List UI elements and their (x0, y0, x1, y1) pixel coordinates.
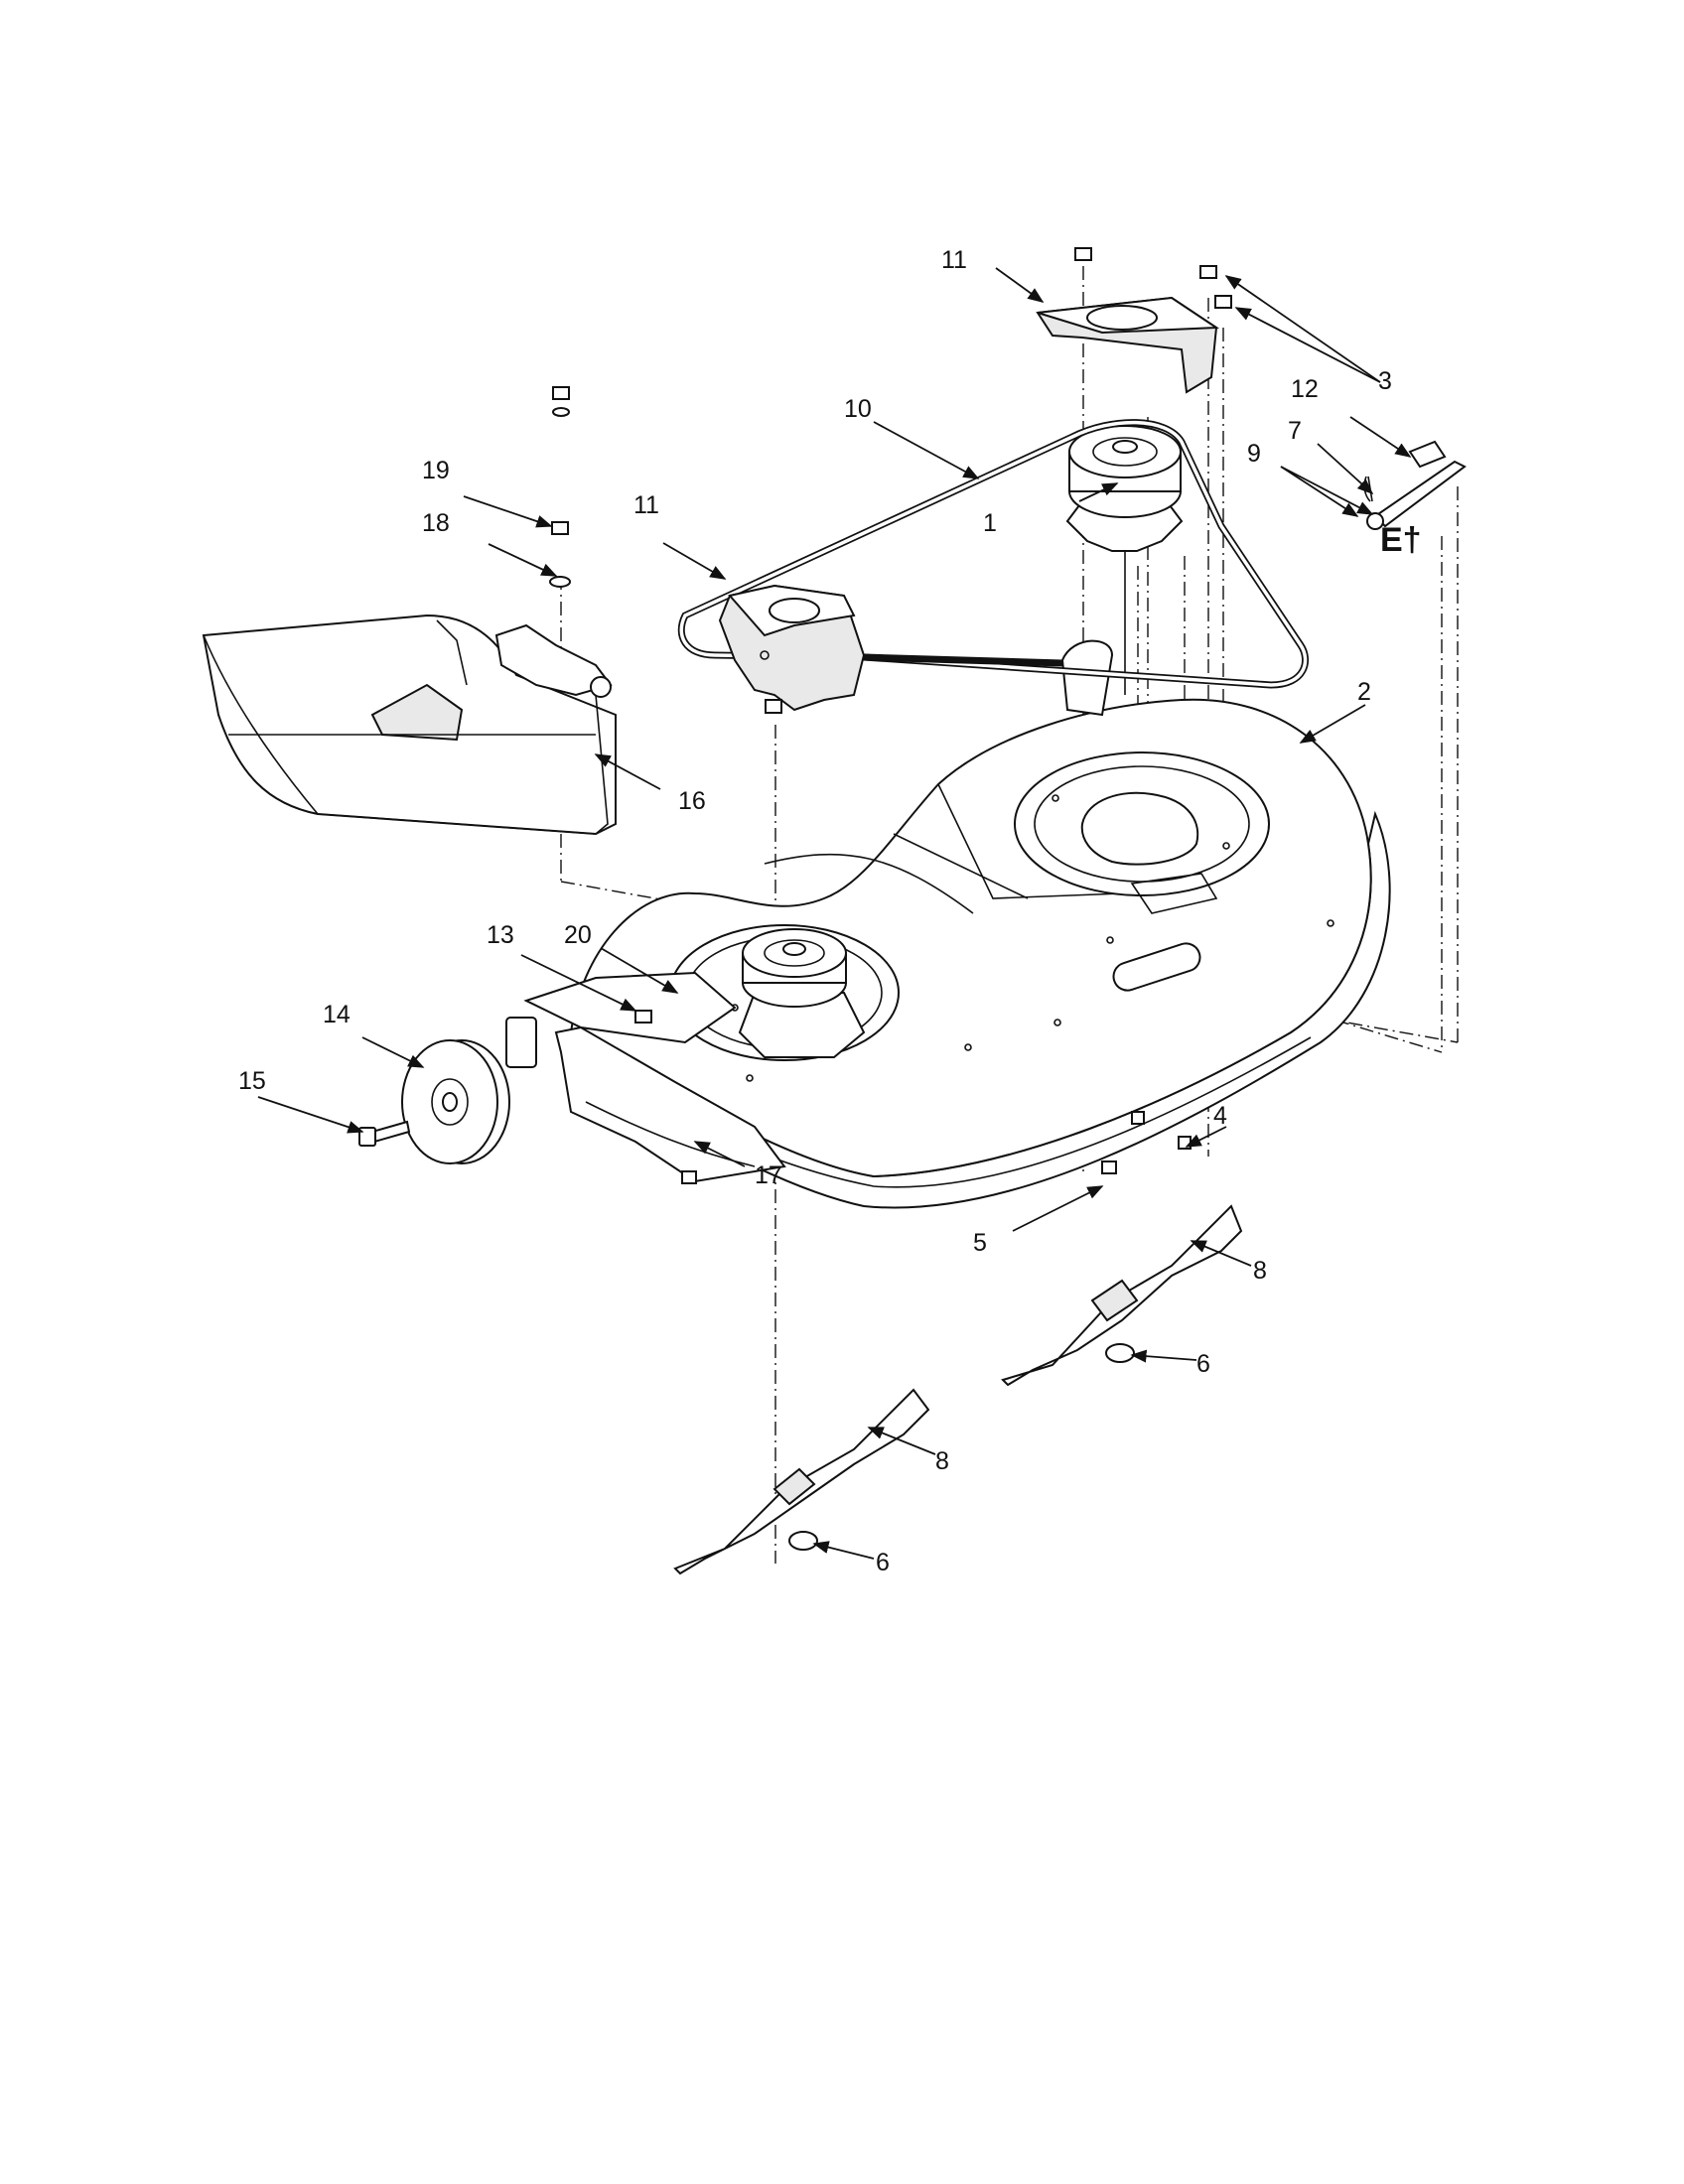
right-spindle-in-deck (1060, 639, 1114, 717)
callout-4: 4 (1213, 1102, 1227, 1130)
callout-6-right: 6 (1196, 1350, 1210, 1378)
callout-19: 19 (422, 457, 450, 484)
discharge-chute (202, 614, 617, 836)
deck-lift-pin (1363, 440, 1467, 530)
callout-7: 7 (1288, 417, 1302, 445)
callout-14: 14 (323, 1001, 351, 1028)
wheel-bolt (358, 1120, 411, 1147)
callout-11-top: 11 (941, 246, 967, 274)
callout-8-right: 8 (1253, 1257, 1267, 1285)
callout-8-left: 8 (935, 1447, 949, 1475)
v-belt (677, 419, 1309, 689)
gauge-wheel (401, 1039, 510, 1164)
callout-leaders (257, 267, 1412, 1560)
callout-17: 17 (755, 1161, 782, 1189)
blade-right (1001, 1204, 1243, 1387)
callout-labels: 1 2 3 4 5 6 6 7 8 8 9 10 11 11 12 13 14 … (238, 246, 1422, 1576)
callout-12: 12 (1291, 375, 1319, 403)
callout-18: 18 (422, 509, 450, 537)
callout-20: 20 (564, 921, 592, 949)
callout-3: 3 (1378, 367, 1392, 395)
callout-10: 10 (844, 395, 872, 423)
reference-marker: E† (1380, 521, 1422, 559)
blade-left (673, 1388, 930, 1575)
callout-1: 1 (983, 509, 997, 537)
callout-11-lower: 11 (633, 491, 659, 519)
callout-2: 2 (1357, 678, 1371, 706)
callout-9: 9 (1247, 440, 1261, 468)
hardware-chute (549, 521, 571, 588)
callout-16: 16 (678, 787, 706, 815)
belt-guard-right (1036, 296, 1220, 394)
callout-15: 15 (238, 1067, 266, 1095)
hardware (552, 247, 1232, 1184)
callout-13: 13 (487, 921, 514, 949)
callout-5: 5 (973, 1229, 987, 1257)
belt-guard-left (718, 584, 866, 712)
callout-6-left: 6 (876, 1549, 890, 1576)
idler-spindle-pulley (1065, 425, 1184, 695)
left-spindle-pulley (738, 928, 866, 1058)
